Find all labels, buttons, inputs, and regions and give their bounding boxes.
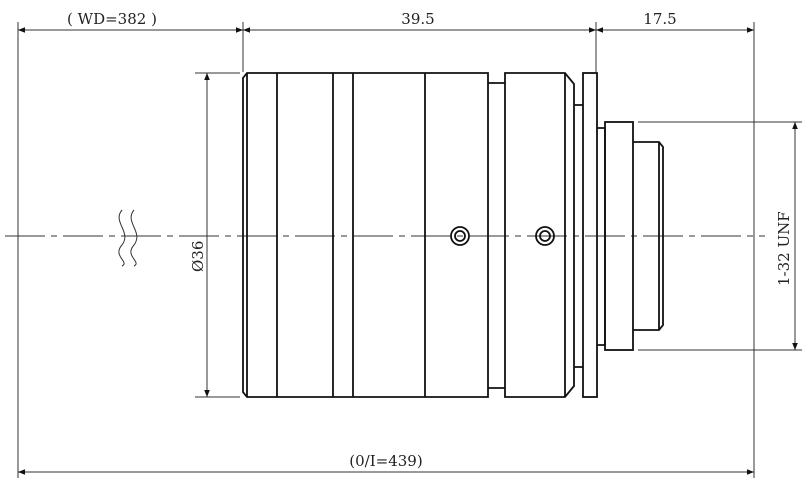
- thread-label: 1-32 UNF: [775, 211, 793, 286]
- body-length-label: 39.5: [401, 10, 434, 28]
- extension-lines: [17, 22, 802, 478]
- locking-screw-2: [535, 226, 555, 246]
- object-image-label: (0/I=439): [349, 452, 422, 470]
- break-symbol: [118, 209, 138, 267]
- back-length-label: 17.5: [643, 10, 676, 28]
- diameter-label: Ø36: [189, 241, 207, 272]
- lens-body: [242, 72, 664, 398]
- locking-screw-1: [450, 226, 470, 246]
- top-dimensions: ( WD=382 ) 39.5 17.5: [18, 10, 754, 33]
- wd-label: ( WD=382 ): [67, 10, 157, 28]
- mount-ring: [604, 121, 634, 351]
